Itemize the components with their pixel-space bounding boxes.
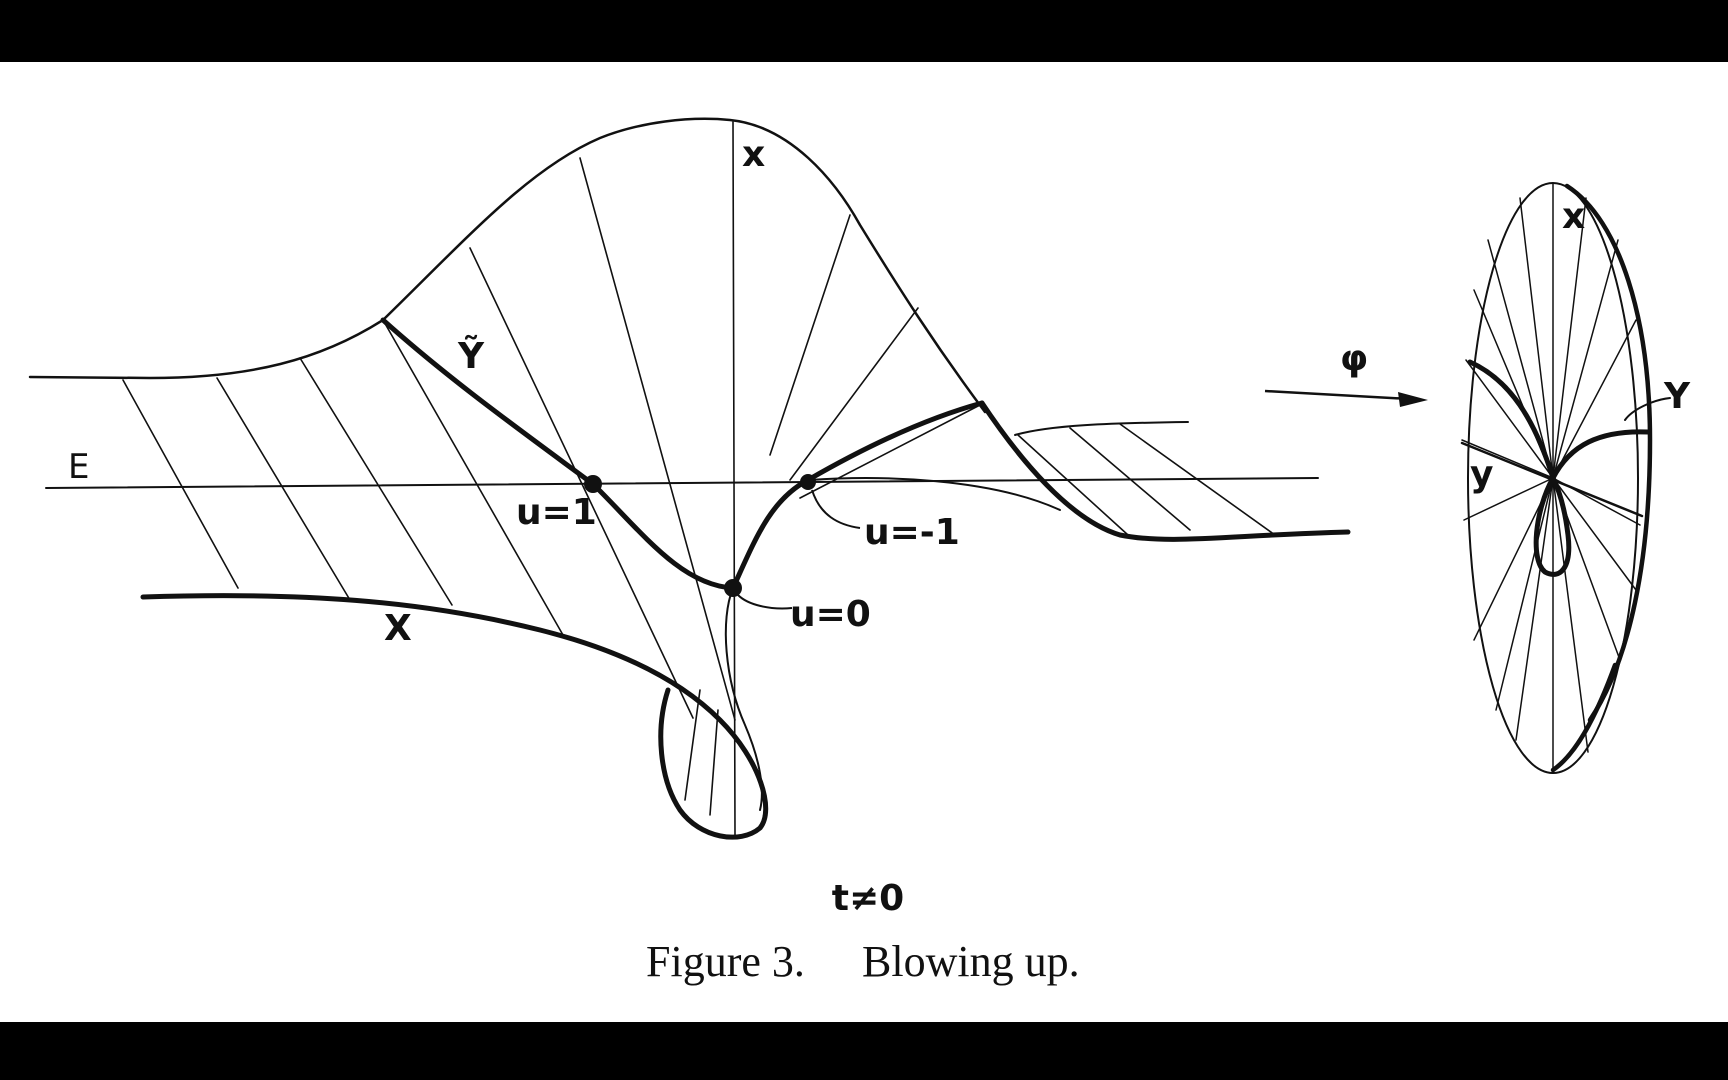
disk-curve-right — [1550, 429, 1651, 481]
disk-curve-left — [1467, 359, 1556, 481]
disk-thick-rim-lower — [1550, 662, 1618, 773]
disk-loop — [1533, 475, 1572, 577]
label-u-minus1: u=-1 — [864, 512, 960, 553]
surface-top-outline — [28, 117, 987, 414]
curve-right-tail — [979, 400, 1351, 542]
phi-arrow — [1264, 389, 1428, 407]
ruling-lines — [122, 121, 1276, 836]
label-phi: φ — [1340, 338, 1368, 379]
caption-number: Figure 3. — [646, 937, 805, 986]
points — [584, 474, 816, 597]
bottom-black-bar — [0, 1022, 1728, 1080]
curve-X — [140, 593, 769, 840]
label-u0: u=0 — [790, 594, 871, 635]
disk-thick-rim — [1564, 183, 1653, 723]
disk — [1460, 182, 1671, 774]
label-Y-right: Y — [1663, 376, 1691, 417]
label-E: E — [68, 447, 89, 487]
surface-right-wing-top — [1014, 421, 1189, 436]
label-x-right: x — [1562, 196, 1585, 237]
line-E — [45, 477, 1319, 489]
surface-right-wing-lower — [809, 477, 1061, 511]
point-u0 — [724, 579, 742, 597]
leader-Y — [1624, 397, 1671, 421]
curve-upper-branch — [730, 400, 985, 591]
label-X: X — [384, 608, 412, 649]
label-u1: u=1 — [516, 492, 597, 533]
label-x-top: x — [742, 134, 765, 175]
point-u1 — [584, 475, 602, 493]
caption-text: Blowing up. — [862, 937, 1080, 986]
t-label: t≠0 — [832, 878, 904, 919]
top-black-bar — [0, 0, 1728, 62]
label-y-right: y — [1470, 454, 1493, 495]
point-u-minus1 — [800, 474, 816, 490]
leader-lines — [737, 489, 861, 610]
label-y-tilde: Ỹ — [457, 335, 485, 377]
curve-Y-tilde — [380, 317, 736, 591]
